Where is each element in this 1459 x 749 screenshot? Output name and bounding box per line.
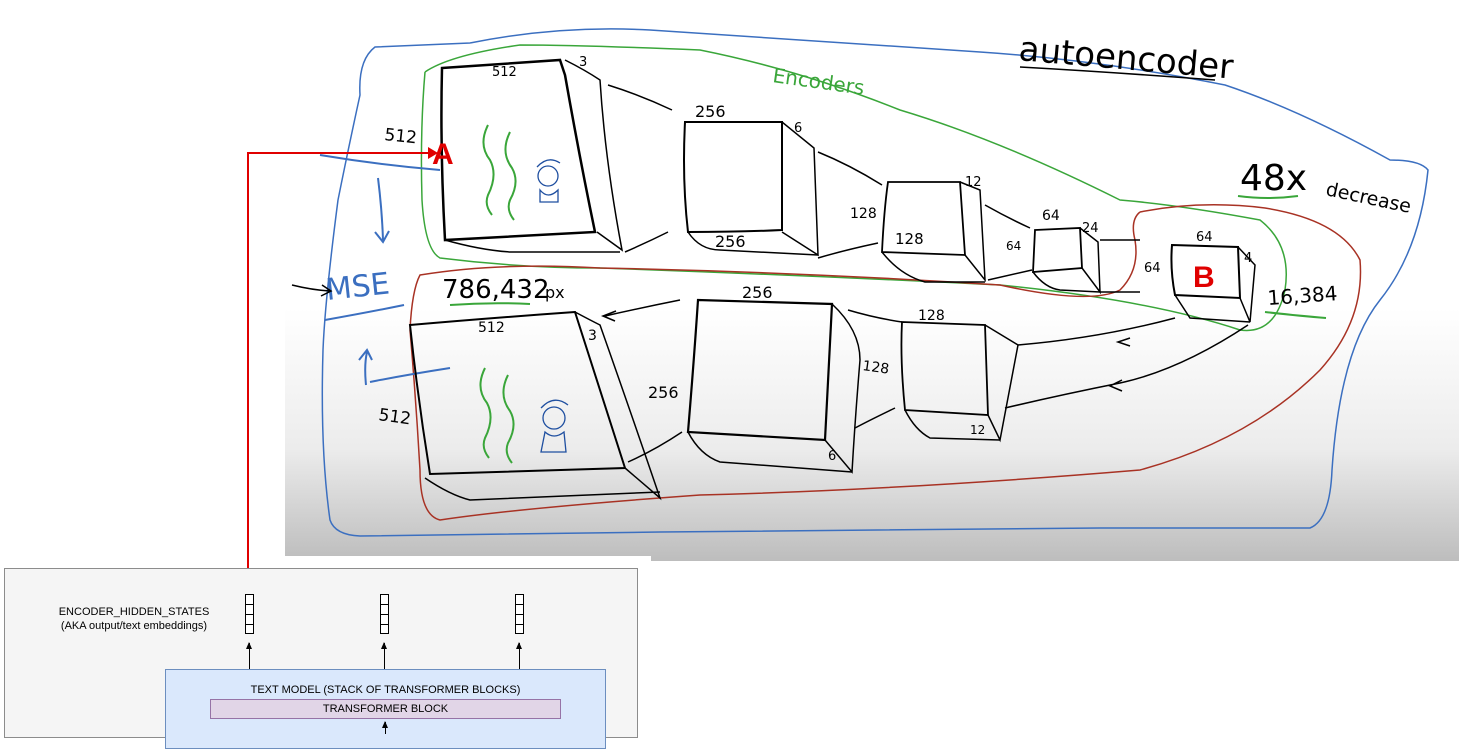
title-underline (1019, 66, 1216, 81)
decoder-block-1 (900, 321, 1019, 443)
whiteboard-background (285, 0, 1459, 561)
latent-left: 64 (1144, 261, 1161, 276)
encoder-block-2 (881, 181, 986, 283)
autoencoder-outline (321, 28, 1429, 537)
latent-count-underline (1264, 311, 1327, 319)
decoder-block-2 (686, 298, 861, 474)
embedding-vector (515, 594, 524, 634)
decoder-block-1-top: 128 (918, 308, 945, 324)
text-model-title: TEXT MODEL (STACK OF TRANSFORMER BLOCKS) (250, 684, 521, 696)
decoder-output-width: 512 (478, 320, 505, 336)
decrease-underline (1237, 195, 1299, 199)
encoder-block-3-top: 64 (1042, 208, 1060, 224)
latent-count: 16,384 (1267, 281, 1338, 310)
mse-arrow-down (374, 177, 390, 244)
encoder-block-3 (1032, 227, 1101, 295)
mse-underline (324, 304, 405, 321)
decoder-block-2-left: 256 (648, 383, 679, 402)
decoder-block-2-corner: 6 (828, 449, 836, 464)
text-encoder-panel: ENCODER_HIDDEN_STATES (AKA output/text e… (4, 568, 638, 749)
latent-block (1170, 243, 1256, 323)
text-model-box: TEXT MODEL (STACK OF TRANSFORMER BLOCKS)… (165, 669, 606, 749)
decoder-output-block (408, 310, 662, 501)
mse-arrow-up (358, 348, 373, 386)
encoder-connector-2 (817, 151, 883, 259)
pixel-unit: px (545, 283, 565, 302)
marker-b: B (1193, 261, 1215, 294)
encoder-input-block (440, 58, 624, 253)
decrease-value: 48x (1240, 158, 1307, 199)
decoder-connector-2 (600, 299, 683, 463)
encoder-block-2-side: 12 (965, 175, 982, 190)
decoder-outline (409, 204, 1362, 521)
transformer-block: TRANSFORMER BLOCK (210, 699, 561, 719)
encoder-input-height: 512 (383, 125, 417, 148)
encoder-connector-1 (607, 84, 673, 253)
decoder-arrow-stroke (369, 367, 451, 383)
mse-arrow-in (291, 284, 333, 297)
embedding-arrow (516, 642, 522, 669)
autoencoder-whiteboard-sketch: autoencoder Encoders 48x decrease MSE 78… (247, 0, 1459, 580)
marker-a: A (432, 138, 454, 171)
encoder-input-person-icon (536, 159, 561, 203)
latent-to-decoder-arrow (1004, 317, 1249, 409)
marker-a-arrow (247, 152, 428, 580)
decoder-block-1-left: 128 (861, 358, 890, 378)
encoder-arrow-stroke (319, 154, 441, 171)
hidden-states-label-group: ENCODER_HIDDEN_STATES (AKA output/text e… (25, 605, 243, 633)
latent-top: 64 (1196, 230, 1213, 245)
decoder-connector-1 (847, 309, 903, 429)
hidden-states-sublabel: (AKA output/text embeddings) (60, 620, 208, 632)
pixel-count-underline (449, 302, 531, 306)
encoder-block-1 (683, 121, 819, 257)
encoder-block-1-bottom: 256 (715, 232, 746, 251)
embedding-arrow (381, 642, 387, 669)
hidden-states-label: ENCODER_HIDDEN_STATES (58, 606, 210, 618)
decoder-block-1-bottom: 12 (970, 423, 985, 437)
encoder-block-3-left: 64 (1006, 239, 1021, 253)
transformer-input-arrow (382, 721, 388, 734)
decoder-output-squiggles (479, 367, 515, 464)
latent-side: 4 (1244, 251, 1252, 266)
embedding-arrow (246, 642, 252, 669)
decoder-output-height: 512 (377, 405, 412, 429)
encoder-block-3-side: 24 (1082, 221, 1099, 236)
encoder-connector-4 (1100, 239, 1140, 293)
decoder-output-person-icon (540, 399, 569, 453)
encoder-block-2-left: 128 (850, 206, 877, 222)
pixel-count: 786,432 (442, 275, 550, 305)
encoder-input-squiggles (482, 124, 517, 221)
encoder-block-1-top: 256 (695, 102, 726, 121)
embedding-vector (380, 594, 389, 634)
encoder-input-channels: 3 (579, 55, 587, 70)
embedding-vector (245, 594, 254, 634)
mse-label: MSE (324, 266, 391, 307)
decoder-output-channels: 3 (588, 328, 597, 344)
encoder-input-width: 512 (492, 65, 517, 80)
encoder-outline (420, 44, 1287, 332)
encoder-block-2-front: 128 (895, 230, 924, 248)
decoder-block-2-top: 256 (742, 283, 773, 302)
encoder-block-1-side: 6 (794, 121, 802, 136)
marker-a-arrowhead (428, 147, 438, 159)
encoder-connector-3 (984, 204, 1033, 281)
